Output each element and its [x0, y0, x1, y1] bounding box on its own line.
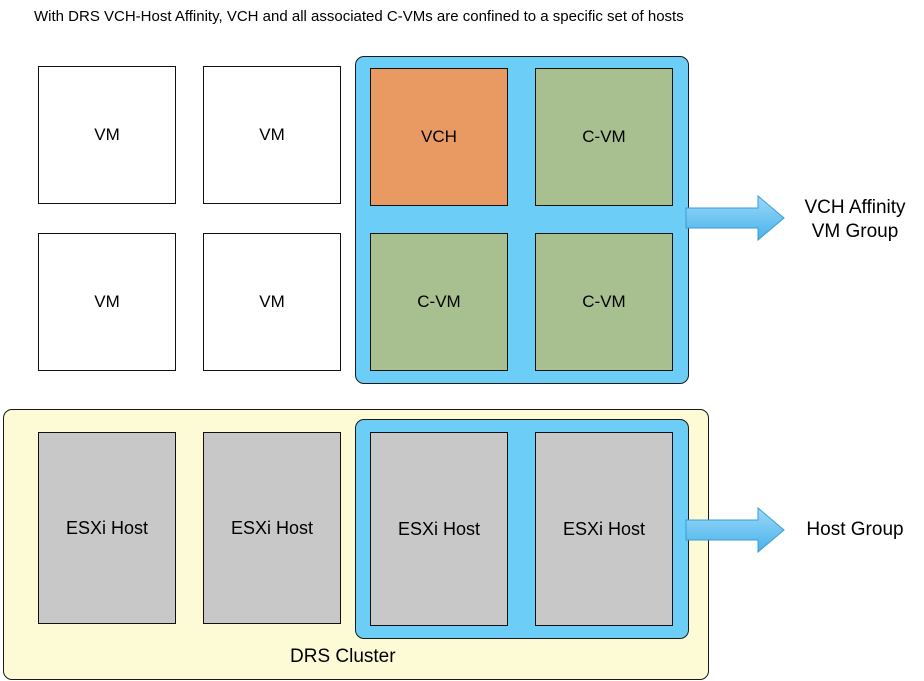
vm-group-label-line1: VCH Affinity: [804, 197, 906, 218]
c-vm-box: C-VM: [370, 233, 508, 371]
host-group-arrow: [685, 506, 785, 554]
drs-cluster-label: DRS Cluster: [290, 646, 396, 667]
c-vm-box: C-VM: [535, 233, 673, 371]
vm-group-arrow: [685, 194, 785, 242]
esxi-host-box: ESXi Host: [38, 432, 176, 624]
vm-group-label-line2: VM Group: [811, 221, 899, 242]
esxi-host-box: ESXi Host: [203, 432, 341, 624]
vm-box: VM: [203, 233, 341, 371]
esxi-host-box: ESXi Host: [370, 432, 508, 626]
vch-box: VCH: [370, 68, 508, 206]
esxi-host-box: ESXi Host: [535, 432, 673, 626]
diagram-title: With DRS VCH-Host Affinity, VCH and all …: [34, 8, 684, 25]
vm-box: VM: [38, 233, 176, 371]
vm-group-label: VCH Affinity VM Group: [790, 196, 920, 244]
vm-box: VM: [38, 66, 176, 204]
host-group-label: Host Group: [806, 519, 904, 540]
vm-box: VM: [203, 66, 341, 204]
c-vm-box: C-VM: [535, 68, 673, 206]
